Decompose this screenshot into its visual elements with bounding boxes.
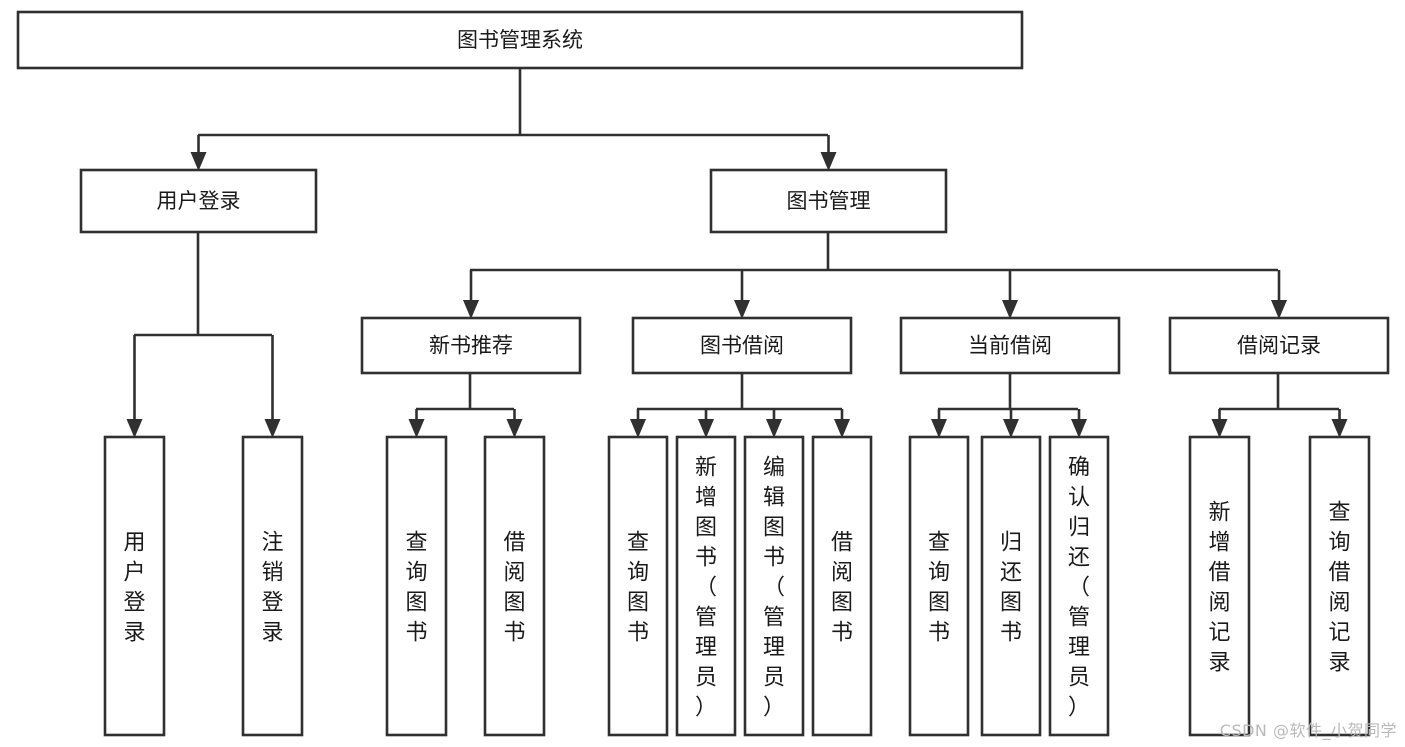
node-l_confirm_c[interactable]: 确认归还（管理员）	[1048, 435, 1110, 737]
node-n_current[interactable]: 当前借阅	[899, 316, 1121, 375]
node-l_user_login[interactable]: 用户登录	[103, 435, 166, 737]
connector-bus-new-book	[416, 373, 514, 411]
node-n_new_book[interactable]: 新书推荐	[360, 316, 582, 375]
node-l_logout[interactable]: 注销登录	[241, 435, 304, 737]
node-l_query_nb[interactable]: 查询图书	[385, 435, 448, 737]
node-label: 新增借阅记录	[1208, 500, 1230, 675]
edge-arrow-l_edit_b	[766, 409, 782, 438]
node-label: 借阅图书	[831, 530, 853, 645]
node-label: 借阅图书	[503, 530, 525, 645]
connector-bus-current	[938, 373, 1078, 411]
node-l_add_b[interactable]: 新增图书（管理员）	[675, 435, 737, 737]
node-l_query_r[interactable]: 查询借阅记录	[1308, 435, 1371, 737]
node-label: 用户登录	[157, 189, 241, 213]
edge-arrow-l_borrow_b	[834, 409, 850, 438]
node-label: 图书管理	[787, 189, 871, 213]
node-n_record[interactable]: 借阅记录	[1168, 316, 1390, 375]
node-layer: 图书管理系统用户登录图书管理新书推荐图书借阅当前借阅借阅记录用户登录注销登录查询…	[16, 10, 1390, 737]
node-l_borrow_nb[interactable]: 借阅图书	[483, 435, 546, 737]
node-label: 当前借阅	[968, 334, 1052, 358]
watermark-label: CSDN @软件_小贺同学	[1219, 721, 1397, 740]
edge-arrow-l_query_b	[630, 409, 646, 438]
node-label: 确认归还（管理员）	[1068, 455, 1090, 720]
node-root[interactable]: 图书管理系统	[16, 10, 1024, 70]
edge-arrow-n_new_book	[463, 270, 479, 319]
connector-bus-record	[1219, 373, 1339, 411]
node-label: 查询图书	[627, 530, 649, 645]
node-label: 查询图书	[405, 530, 427, 645]
node-l_add_r[interactable]: 新增借阅记录	[1188, 435, 1251, 737]
edge-arrow-n_borrow	[734, 270, 750, 319]
edge-arrow-l_logout	[264, 335, 281, 438]
edge-arrow-l_add_r	[1211, 409, 1228, 438]
edge-arrow-n_user_login	[190, 135, 207, 171]
node-label: 注销登录	[261, 530, 283, 645]
node-label: 查询图书	[928, 530, 950, 645]
edge-arrow-l_user_login	[126, 335, 143, 438]
connector-bus-borrow	[637, 373, 842, 411]
edge-arrow-n_current	[1002, 270, 1018, 319]
edge-arrow-l_return_c	[1003, 409, 1019, 438]
node-label: 新增图书（管理员）	[695, 455, 717, 720]
edge-arrow-l_query_c	[931, 409, 947, 438]
edge-arrow-l_borrow_nb	[506, 409, 523, 438]
edge-arrow-n_book_mgmt	[820, 135, 837, 171]
edge-arrow-l_confirm_c	[1071, 409, 1087, 438]
node-label: 用户登录	[123, 530, 145, 645]
node-label: 图书借阅	[700, 334, 784, 358]
edge-arrow-l_query_nb	[408, 409, 425, 438]
node-label: 编辑图书（管理员）	[763, 455, 785, 720]
node-label: 查询借阅记录	[1328, 500, 1350, 675]
node-l_query_b[interactable]: 查询图书	[607, 435, 669, 737]
node-label: 归还图书	[1000, 530, 1022, 645]
edge-arrow-n_record	[1271, 270, 1287, 319]
node-l_return_c[interactable]: 归还图书	[980, 435, 1042, 737]
node-n_book_mgmt[interactable]: 图书管理	[709, 168, 948, 234]
connector-layer	[126, 68, 1348, 438]
node-n_user_login[interactable]: 用户登录	[79, 168, 318, 234]
node-label: 借阅记录	[1237, 334, 1321, 358]
node-l_query_c[interactable]: 查询图书	[908, 435, 970, 737]
edge-arrow-l_add_b	[698, 409, 714, 438]
node-label: 新书推荐	[429, 334, 513, 358]
connector-bus-root	[198, 68, 828, 137]
node-n_borrow[interactable]: 图书借阅	[631, 316, 853, 375]
node-label: 图书管理系统	[457, 28, 583, 52]
connector-bus-user-login	[134, 232, 272, 337]
connector-bus-book-mgmt	[470, 232, 1278, 272]
node-l_edit_b[interactable]: 编辑图书（管理员）	[743, 435, 805, 737]
node-l_borrow_b[interactable]: 借阅图书	[811, 435, 873, 737]
edge-arrow-l_query_r	[1331, 409, 1348, 438]
